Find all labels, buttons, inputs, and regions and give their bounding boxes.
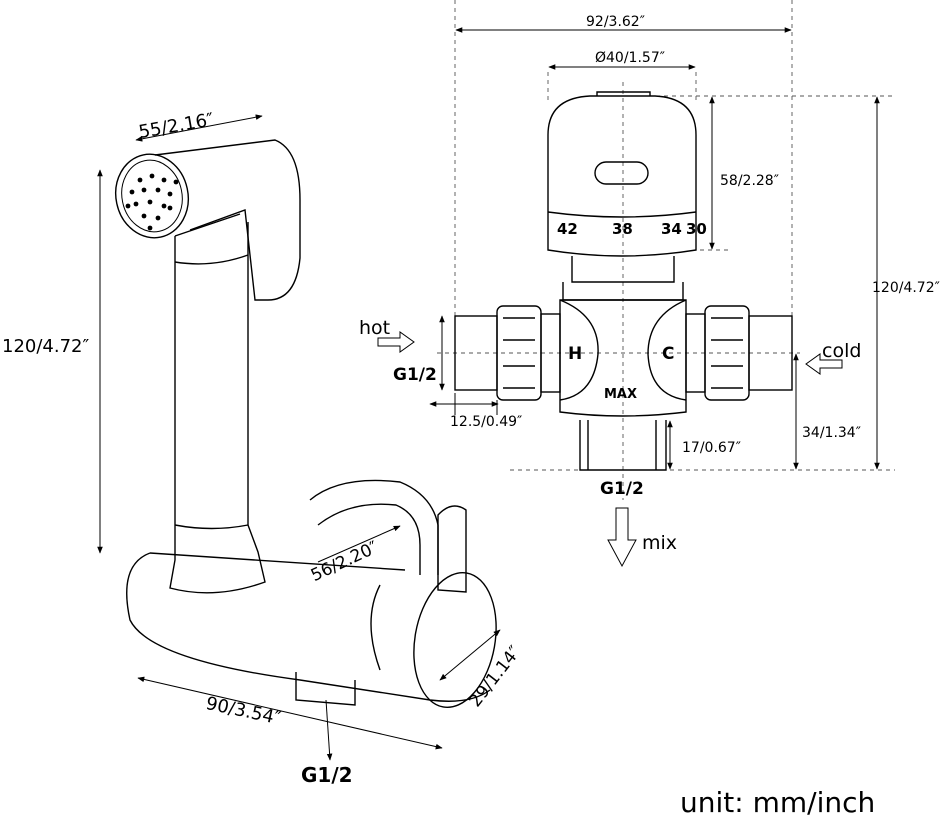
body-diameter-label: 29/1.14″ — [465, 642, 525, 711]
temp-mark-34: 34 — [661, 220, 682, 238]
spray-head — [115, 139, 301, 301]
port-thread-label: G1/2 — [393, 365, 437, 385]
wall-body — [126, 479, 497, 709]
valve-width-label: 92/3.62″ — [586, 14, 645, 30]
knob-diameter-label: 56/2.20″ — [308, 538, 381, 586]
spray-holes — [125, 173, 179, 231]
cold-label: cold — [822, 340, 861, 362]
outlet-thread-label: G1/2 — [600, 479, 644, 499]
cap-diameter-label: Ø40/1.57″ — [595, 50, 665, 66]
port-length-label: 12.5/0.49″ — [450, 414, 522, 430]
hot-inlet-fitting — [454, 305, 561, 401]
cold-inlet-fitting — [685, 305, 793, 401]
mix-label: mix — [642, 532, 677, 554]
temp-mark-38: 38 — [612, 220, 633, 238]
valve-height-label: 120/4.72″ — [872, 280, 940, 296]
sprayer-height-label: 120/4.72″ — [2, 336, 89, 357]
valve-body — [559, 256, 687, 471]
temp-mark-42: 42 — [557, 220, 578, 238]
cold-flow-arrow-icon — [805, 353, 843, 375]
hot-mark: H — [568, 344, 582, 364]
handle-tube — [169, 222, 266, 594]
hot-label: hot — [359, 317, 390, 339]
temp-mark-30: 30 — [686, 220, 707, 238]
unit-label: unit: mm/inch — [680, 786, 875, 819]
side-height-label: 34/1.34″ — [802, 425, 861, 441]
hand-sprayer-drawing: 55/2.16″ 120/4.72″ 56/2.20″ 29/1.14″ 90/… — [2, 109, 525, 787]
mix-flow-arrow-icon — [607, 507, 637, 568]
sprayer-thread-label: G1/2 — [301, 763, 353, 787]
thermostatic-valve-drawing: 92/3.62″ Ø40/1.57″ 58/2.28″ 120/4.72″ 34… — [359, 0, 940, 568]
cap-height-label: 58/2.28″ — [720, 173, 779, 189]
body-length-label: 90/3.54″ — [204, 693, 283, 729]
outlet-height-label: 17/0.67″ — [682, 440, 741, 456]
cold-mark: C — [662, 344, 674, 364]
head-length-label: 55/2.16″ — [137, 109, 216, 143]
max-mark: MAX — [604, 387, 637, 402]
temperature-cap — [547, 91, 697, 257]
hot-flow-arrow-icon — [377, 331, 415, 353]
